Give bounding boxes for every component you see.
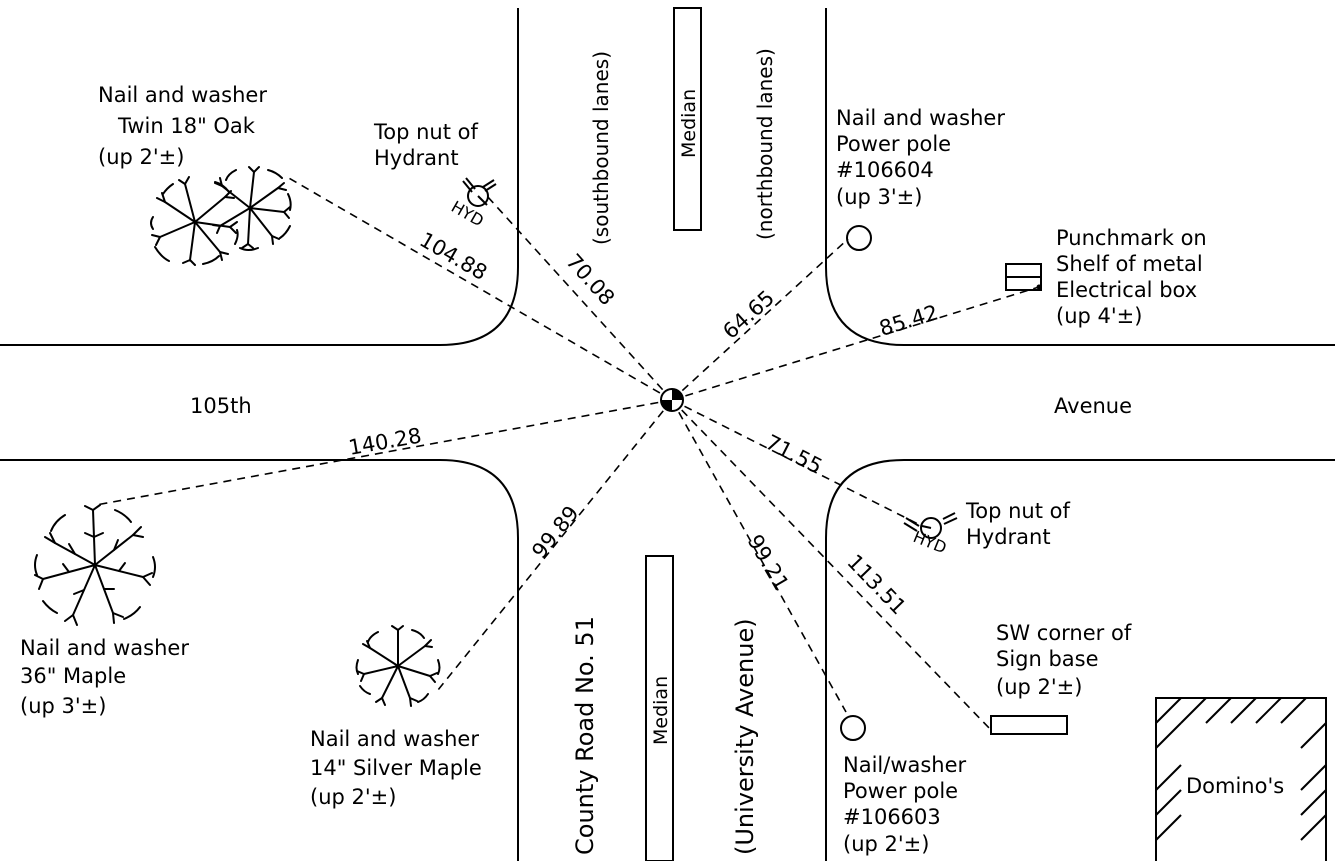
sign-base-icon <box>990 715 1068 735</box>
tie-line-twin-oak <box>286 176 673 401</box>
road-edges <box>0 8 1335 861</box>
university-avenue-label: (University Avenue) <box>731 618 759 855</box>
center-survey-point <box>660 388 684 412</box>
hydrant-se-symbol: HYD <box>911 527 950 557</box>
median-north <box>673 7 702 231</box>
svg-text:Nail and washer: Nail and washer <box>310 727 479 751</box>
county-road-label: County Road No. 51 <box>571 616 599 855</box>
median-south <box>645 555 674 861</box>
svg-text:36" Maple: 36" Maple <box>20 664 126 688</box>
svg-text:14" Silver Maple: 14" Silver Maple <box>310 756 482 780</box>
tree-icon-maple-36 <box>34 504 156 626</box>
distance-hydrant-nw: 70.08 <box>561 249 619 310</box>
label-hydrant-nw: Top nut of Hydrant <box>373 120 478 170</box>
svg-text:#106604: #106604 <box>836 158 934 182</box>
svg-text:Twin 18" Oak: Twin 18" Oak <box>117 114 256 138</box>
tie-line-power-pole-ne <box>671 238 849 401</box>
median-north-label: Median <box>678 89 700 158</box>
dominos-building: Domino's <box>1155 697 1327 861</box>
distance-twin-oak: 104.88 <box>416 228 492 286</box>
svg-text:(up 2'±): (up 2'±) <box>996 675 1082 699</box>
tie-line-hydrant-nw <box>486 195 673 401</box>
dominos-label: Domino's <box>1186 774 1284 798</box>
label-twin-oak: Nail and washer Twin 18" Oak (up 2'±) <box>98 83 267 169</box>
svg-text:(up 2'±): (up 2'±) <box>843 832 929 856</box>
tie-line-hydrant-se <box>671 399 923 527</box>
tie-line-power-pole-s <box>671 399 847 713</box>
distance-sign-base: 113.51 <box>842 550 910 620</box>
label-hydrant-se: Top nut of Hydrant <box>965 499 1070 549</box>
label-silver-maple: Nail and washer 14" Silver Maple (up 2'±… <box>310 727 482 809</box>
tie-line-silver-maple <box>437 399 673 691</box>
svg-text:Sign base: Sign base <box>996 647 1099 671</box>
label-electrical-box: Punchmark on Shelf of metal Electrical b… <box>1056 226 1207 328</box>
svg-text:(up 2'±): (up 2'±) <box>98 145 184 169</box>
median-south-label: Median <box>650 676 672 745</box>
tie-line-electrical-box <box>671 286 1040 401</box>
label-maple-36: Nail and washer 36" Maple (up 3'±) <box>20 636 189 718</box>
svg-text:(up 2'±): (up 2'±) <box>310 785 396 809</box>
road-edge-sw <box>0 459 519 861</box>
svg-text:Shelf of metal: Shelf of metal <box>1056 252 1203 276</box>
svg-text:(up 4'±): (up 4'±) <box>1056 304 1142 328</box>
label-power-pole-ne: Nail and washer Power pole #106604 (up 3… <box>836 106 1005 209</box>
power-pole-icon-ne <box>846 225 872 251</box>
svg-text:(up 3'±): (up 3'±) <box>836 185 922 209</box>
svg-text:Nail/washer: Nail/washer <box>843 753 967 777</box>
northbound-lanes-label: (northbound lanes) <box>753 48 777 240</box>
svg-text:(up 3'±): (up 3'±) <box>20 694 106 718</box>
label-power-pole-s: Nail/washer Power pole #106603 (up 2'±) <box>843 753 967 856</box>
svg-text:SW corner of: SW corner of <box>996 621 1132 645</box>
distance-power-pole-s: 99.21 <box>743 531 794 595</box>
power-pole-icon-s <box>840 715 866 741</box>
svg-text:Top nut of: Top nut of <box>373 120 478 144</box>
tree-icon-twin-oak <box>150 166 292 266</box>
distance-hydrant-se: 71.55 <box>762 430 826 479</box>
tree-icon-silver-maple <box>355 625 441 707</box>
road-edge-se <box>825 459 1335 861</box>
distance-electrical-box: 85.42 <box>876 300 941 341</box>
southbound-lanes-label: (southbound lanes) <box>589 51 613 245</box>
svg-text:Punchmark on: Punchmark on <box>1056 226 1207 250</box>
road-edge-nw <box>0 8 519 346</box>
distance-power-pole-ne: 64.65 <box>718 286 779 344</box>
svg-text:Nail and washer: Nail and washer <box>836 106 1005 130</box>
svg-text:Hydrant: Hydrant <box>374 146 459 170</box>
electrical-box-icon <box>1005 263 1042 291</box>
avenue-label-right: Avenue <box>1054 394 1132 418</box>
label-sign-base: SW corner of Sign base (up 2'±) <box>996 621 1132 699</box>
hydrant-icon-se: HYD <box>903 512 958 557</box>
tie-lines <box>95 176 1040 731</box>
svg-text:Nail and washer: Nail and washer <box>98 83 267 107</box>
svg-text:Nail and washer: Nail and washer <box>20 636 189 660</box>
tie-line-sign-base <box>671 399 992 731</box>
svg-text:Power pole: Power pole <box>843 779 958 803</box>
svg-text:Electrical box: Electrical box <box>1056 278 1197 302</box>
hydrant-nw-symbol: HYD <box>448 197 487 231</box>
svg-text:Hydrant: Hydrant <box>966 525 1051 549</box>
distance-maple-36: 140.28 <box>347 424 424 460</box>
distance-silver-maple: 99.89 <box>527 501 583 563</box>
svg-text:Power pole: Power pole <box>836 132 951 156</box>
road-edge-ne <box>825 8 1335 346</box>
svg-text:#106603: #106603 <box>843 805 941 829</box>
hydrant-icon-nw: HYD <box>448 177 497 231</box>
svg-text:Top nut of: Top nut of <box>965 499 1070 523</box>
avenue-label-left: 105th <box>190 394 252 418</box>
